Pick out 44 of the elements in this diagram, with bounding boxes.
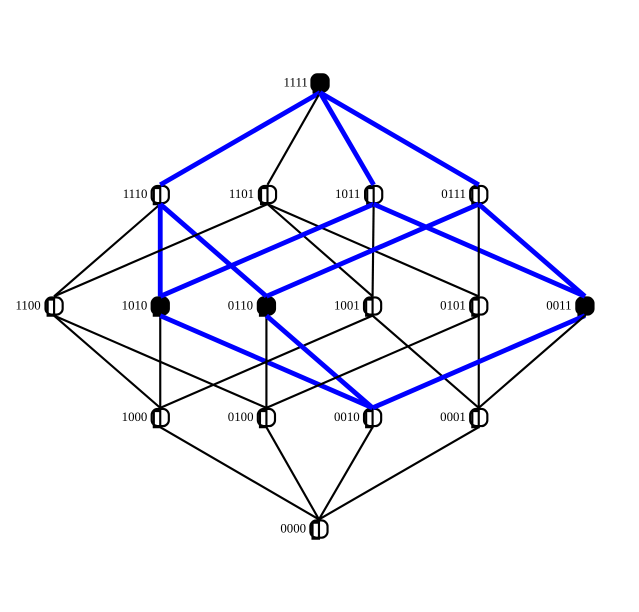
connector	[159, 316, 162, 408]
node-label: 1001	[334, 298, 360, 312]
connector	[159, 90, 322, 187]
node-label: 0100	[228, 410, 254, 424]
node-label: 0111	[441, 186, 466, 201]
connector	[478, 316, 480, 408]
node-label: 1101	[228, 186, 254, 201]
node-label: 1100	[15, 298, 41, 312]
connector	[372, 314, 480, 409]
connector	[372, 313, 586, 410]
node-label: 0000	[280, 521, 306, 536]
connector	[264, 314, 374, 410]
connector	[477, 202, 586, 298]
connector	[266, 314, 480, 409]
node-label: 1011	[335, 186, 360, 201]
connector	[158, 204, 163, 296]
connector	[318, 426, 480, 520]
connector	[318, 90, 480, 187]
node-label: 0101	[440, 298, 466, 312]
connector	[265, 426, 320, 520]
connector	[53, 314, 161, 409]
node-label: 1010	[122, 298, 148, 312]
node-label: 0001	[440, 410, 466, 424]
node-label: 1110	[122, 186, 148, 201]
connector	[266, 203, 374, 298]
connector	[478, 204, 480, 296]
connector	[265, 316, 268, 408]
node-label: 1111	[284, 75, 308, 90]
connector	[478, 314, 586, 409]
connector	[54, 314, 267, 409]
connector	[318, 91, 376, 186]
connector	[54, 203, 268, 298]
connector	[158, 202, 268, 298]
node-label: 0011	[546, 298, 572, 312]
connector	[53, 203, 161, 298]
connector	[160, 426, 320, 520]
node-label: 1000	[122, 410, 148, 424]
node-label: 0010	[334, 410, 360, 424]
connector	[318, 426, 374, 520]
connector	[159, 202, 375, 299]
node-label: 0110	[228, 298, 254, 312]
connector	[372, 204, 375, 296]
connector	[266, 92, 321, 186]
connector	[372, 202, 586, 299]
